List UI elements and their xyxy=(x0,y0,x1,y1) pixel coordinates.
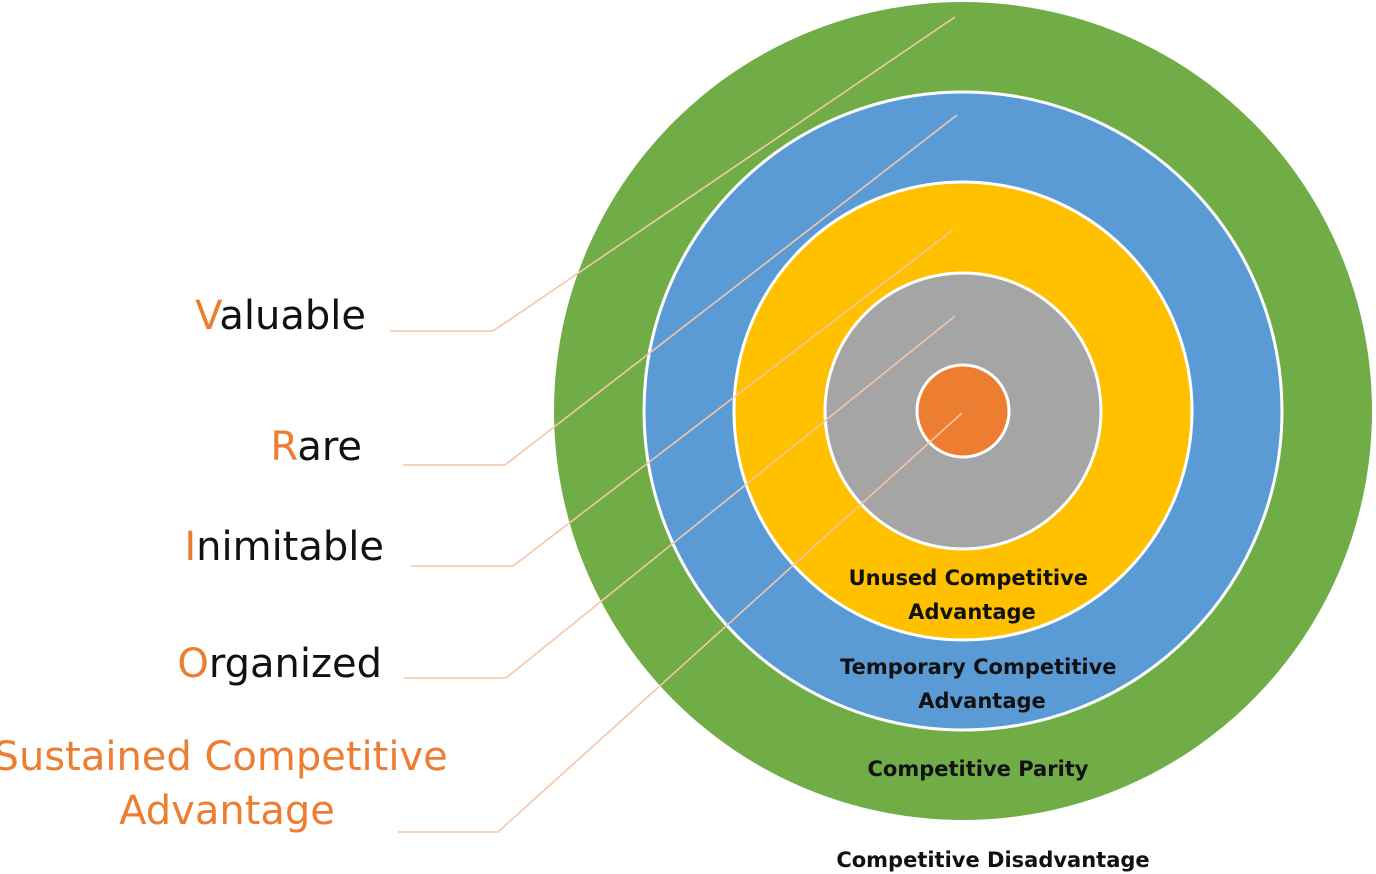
vrio-initial-i: I xyxy=(184,524,196,570)
competitive-parity-label: Competitive Parity xyxy=(868,757,1089,781)
vrio-label-rare: Rare xyxy=(270,424,362,470)
unused-advantage-line-2: Advantage xyxy=(908,600,1036,624)
competitive-parity-line-1: Competitive Parity xyxy=(868,757,1089,781)
vrio-rest-rare: are xyxy=(297,424,362,470)
leader-line-sustained xyxy=(398,412,963,833)
competitive-disadvantage-label: Competitive Disadvantage xyxy=(836,848,1149,872)
vrio-label-valuable: Valuable xyxy=(195,293,366,339)
vrio-label-organized: Organized xyxy=(177,641,382,687)
sustained-advantage-label: Sustained Competitive Advantage xyxy=(0,734,460,834)
temporary-advantage-label: Temporary Competitive Advantage xyxy=(840,655,1124,713)
ring-group xyxy=(554,2,1372,820)
vrio-initial-o: O xyxy=(177,641,208,687)
unused-advantage-label: Unused Competitive Advantage xyxy=(849,566,1096,624)
leader-line-organized xyxy=(404,315,956,679)
sustained-advantage-line-1: Sustained Competitive xyxy=(0,734,448,780)
vrio-initial-r: R xyxy=(270,424,297,470)
temporary-advantage-line-1: Temporary Competitive xyxy=(840,655,1116,679)
sustained-advantage-line-2: Advantage xyxy=(119,788,335,834)
vrio-label-inimitable: Inimitable xyxy=(184,524,384,570)
temporary-advantage-line-2: Advantage xyxy=(918,689,1046,713)
unused-advantage-line-1: Unused Competitive xyxy=(849,566,1088,590)
vrio-initial-v: V xyxy=(195,293,223,339)
leader-line-valuable xyxy=(390,16,956,332)
leader-line-inimitable xyxy=(411,229,954,567)
vrio-rest-organized: rganized xyxy=(209,641,382,687)
leader-lines xyxy=(390,16,963,833)
ring-core xyxy=(915,363,1011,459)
leader-line-rare xyxy=(403,114,958,466)
vrio-rest-valuable: aluable xyxy=(219,293,366,339)
vrio-rest-inimitable: nimitable xyxy=(196,524,384,570)
